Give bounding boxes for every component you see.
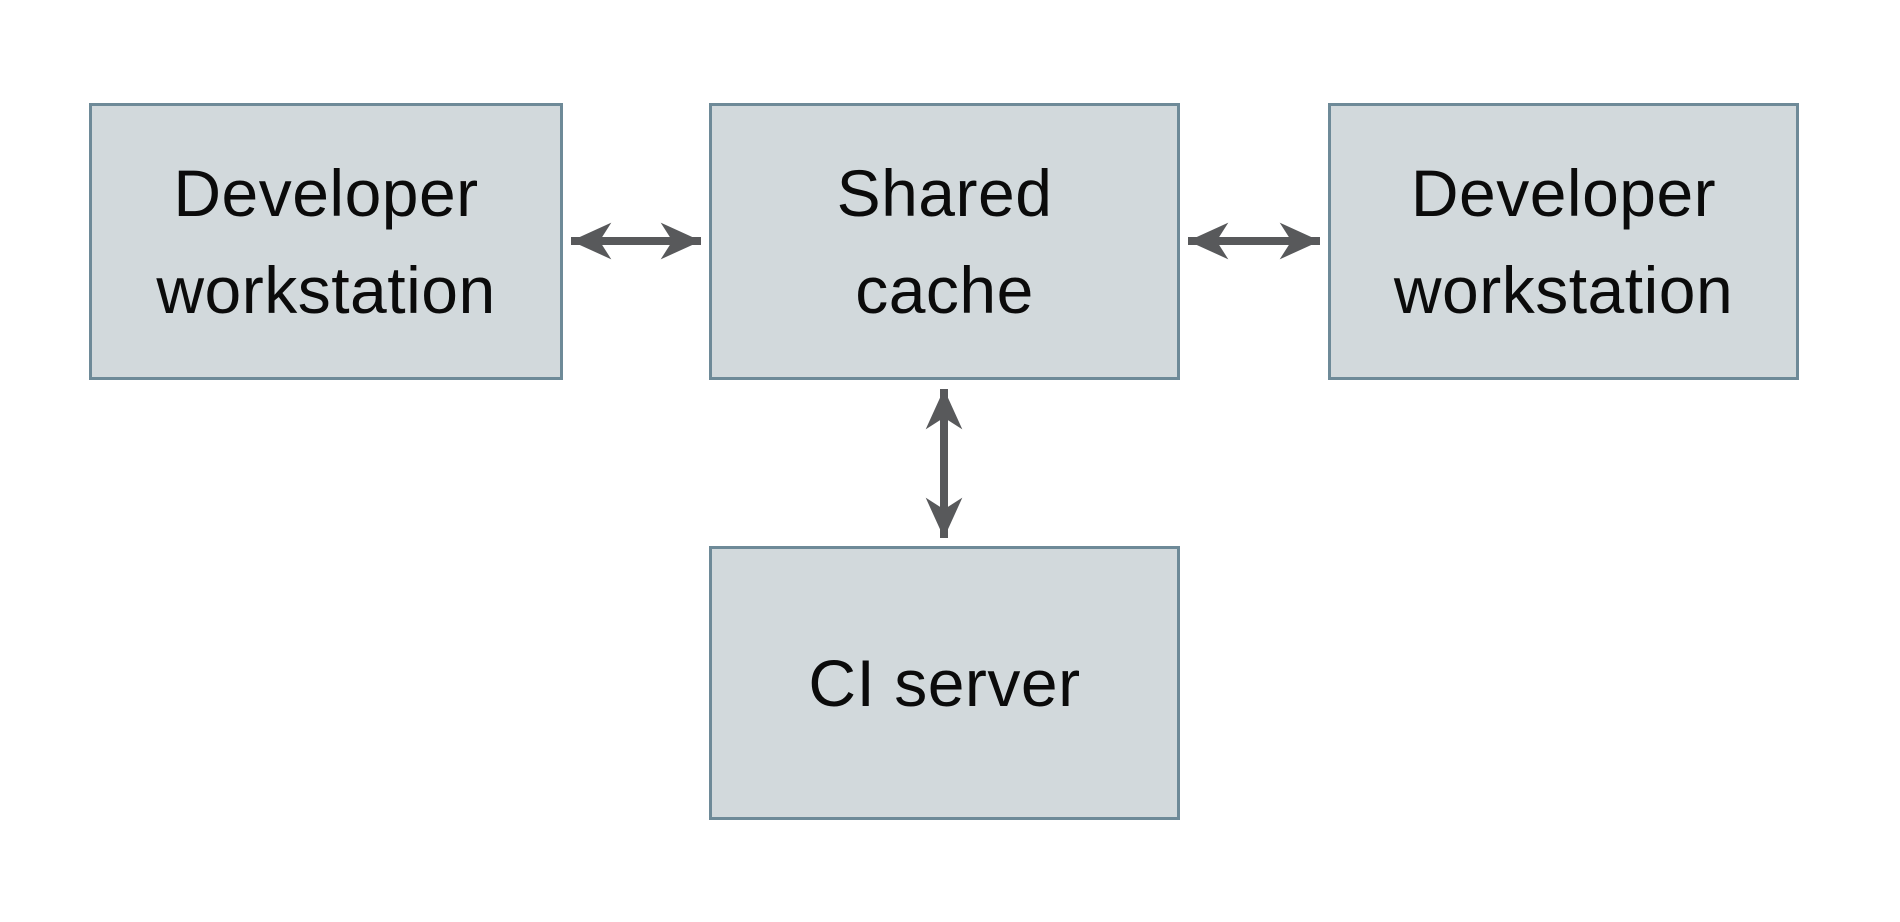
node-label: Shared cache [836,155,1053,327]
node-ci-server: CI server [709,546,1180,820]
node-label: Developer workstation [156,155,496,327]
node-developer-workstation-left: Developer workstation [89,103,563,380]
node-label: CI server [808,645,1081,720]
node-shared-cache: Shared cache [709,103,1180,380]
node-developer-workstation-right: Developer workstation [1328,103,1799,380]
node-label: Developer workstation [1393,155,1734,327]
